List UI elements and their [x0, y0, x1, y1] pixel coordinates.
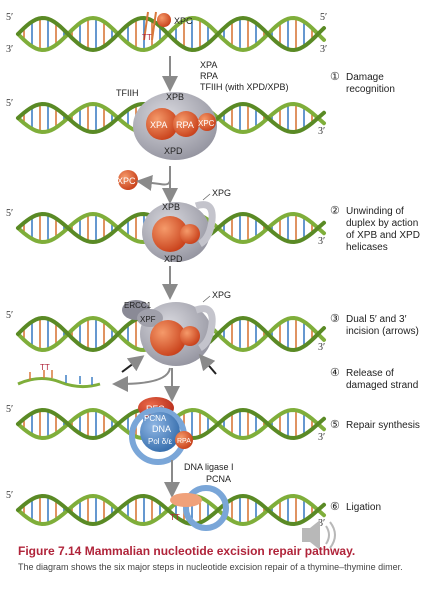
xpd-label: XPD [164, 254, 183, 264]
step-number: ⑤ [330, 419, 340, 431]
step-text: of XPB and XPD [346, 230, 420, 241]
rpa-label: RPA [200, 71, 218, 81]
xpc-label: XPC [174, 16, 193, 26]
rpa-protein [180, 326, 200, 346]
xpg-label: XPG [212, 188, 231, 198]
xpc-protein [157, 13, 171, 27]
five-prime-label: 5′ [6, 208, 13, 219]
three-prime-label: 3′ [318, 236, 325, 247]
step-text: Unwinding of [346, 206, 404, 217]
step-number: ⑥ [330, 501, 340, 513]
xpa-label: XPA [150, 120, 167, 130]
xpd-label: XPD [164, 146, 183, 156]
xpg-label: XPG [212, 290, 231, 300]
rpa-label: RPA [176, 120, 194, 130]
tfiih-label: TFIIH [116, 88, 139, 98]
step-text: Dual 5′ and 3′ [346, 314, 407, 325]
xpc-release: XPC [117, 166, 178, 204]
dna-ligase [170, 493, 202, 507]
rpa-protein [180, 224, 200, 244]
incision-complex: ERCC1 XPF XPG [121, 290, 231, 375]
pcna-label: PCNA [206, 474, 231, 484]
step-number: ④ [330, 367, 340, 379]
rpa-protein [173, 111, 199, 137]
three-prime-label: 3′ [318, 432, 325, 443]
step-text: Ligation [346, 502, 381, 513]
xpf-label: XPF [140, 315, 156, 324]
three-prime-label: 3′ [6, 44, 13, 55]
step-text: Repair synthesis [346, 420, 420, 431]
released-damaged-strand: TT [17, 363, 180, 402]
xpc-label: XPC [198, 119, 215, 128]
strand-labels: 5′ 3′ 5′ 3′ 5′ 3′ 5′ 3′ 5′ 3′ 5′ 3′ 5′ 3… [6, 12, 327, 529]
pcna-clamp [183, 485, 229, 531]
recruited-factors: XPA RPA TFIIH (with XPD/XPB) [200, 60, 289, 92]
step-text: Damage [346, 72, 384, 83]
xpc-label: XPC [117, 176, 136, 186]
dimer-label: TT [170, 513, 180, 522]
tfiih-with-label: TFIIH (with XPD/XPB) [200, 82, 289, 92]
ligation-complex: DNA ligase I PCNA TT [170, 462, 234, 531]
step-number: ② [330, 205, 340, 217]
rpa-protein [175, 431, 193, 449]
three-prime-label: 3′ [320, 44, 327, 55]
three-prime-label: 3′ [318, 126, 325, 137]
figure-caption-title: Figure 7.14 Mammalian nucleotide excisio… [18, 544, 356, 558]
xpa-protein [152, 216, 188, 252]
incision-arrow-3 [198, 353, 217, 375]
five-prime-label: 5′ [6, 310, 13, 321]
xpc-protein [118, 170, 138, 190]
xpc-damage-site: XPC TT [142, 11, 193, 42]
step-text: duplex by action [346, 218, 418, 229]
step-text: Release of [346, 368, 394, 379]
xpa-protein [150, 320, 186, 356]
step-text: recognition [346, 84, 395, 95]
dna-polymerase [140, 412, 180, 452]
incision-arrow-5 [121, 355, 145, 373]
step-text: incision (arrows) [346, 326, 419, 337]
three-prime-label: 3′ [318, 518, 325, 529]
dna-label: DNA [152, 424, 171, 434]
ligase-label: DNA ligase I [184, 462, 234, 472]
five-prime-label: 5′ [6, 98, 13, 109]
pol-label: Pol δ/ε [148, 437, 172, 446]
rpa-label: RPA [177, 438, 191, 445]
five-prime-label: 5′ [320, 12, 327, 23]
step-number: ① [330, 71, 340, 83]
step-text: helicases [346, 242, 388, 253]
dna-backbone [16, 15, 326, 53]
five-prime-label: 5′ [6, 490, 13, 501]
xpf-protein [137, 309, 163, 327]
tfiih-complex-2: XPB XPD XPG [142, 188, 231, 264]
xpa-protein [146, 108, 178, 140]
dimer-label: TT [40, 363, 50, 372]
xpa-label: XPA [200, 60, 217, 70]
five-prime-label: 5′ [6, 12, 13, 23]
step-text: damaged strand [346, 380, 418, 391]
xpc-protein [198, 113, 216, 131]
repair-synthesis-complex: RFC PCNA DNA Pol δ/ε RPA [129, 397, 193, 465]
five-prime-label: 5′ [6, 404, 13, 415]
tfiih-complex-1: TFIIH XPB XPA RPA XPC XPD [116, 88, 217, 160]
step-number: ③ [330, 313, 340, 325]
xpb-label: XPB [166, 92, 184, 102]
figure-caption-text: The diagram shows the six major steps in… [18, 562, 403, 572]
three-prime-label: 3′ [318, 342, 325, 353]
dna-backbone [16, 493, 326, 527]
speaker-icon[interactable] [302, 520, 336, 550]
dimer-label: TT [142, 33, 152, 42]
xpb-label: XPB [162, 202, 180, 212]
pcna-label: PCNA [144, 414, 167, 423]
ercc1-label: ERCC1 [124, 301, 152, 310]
